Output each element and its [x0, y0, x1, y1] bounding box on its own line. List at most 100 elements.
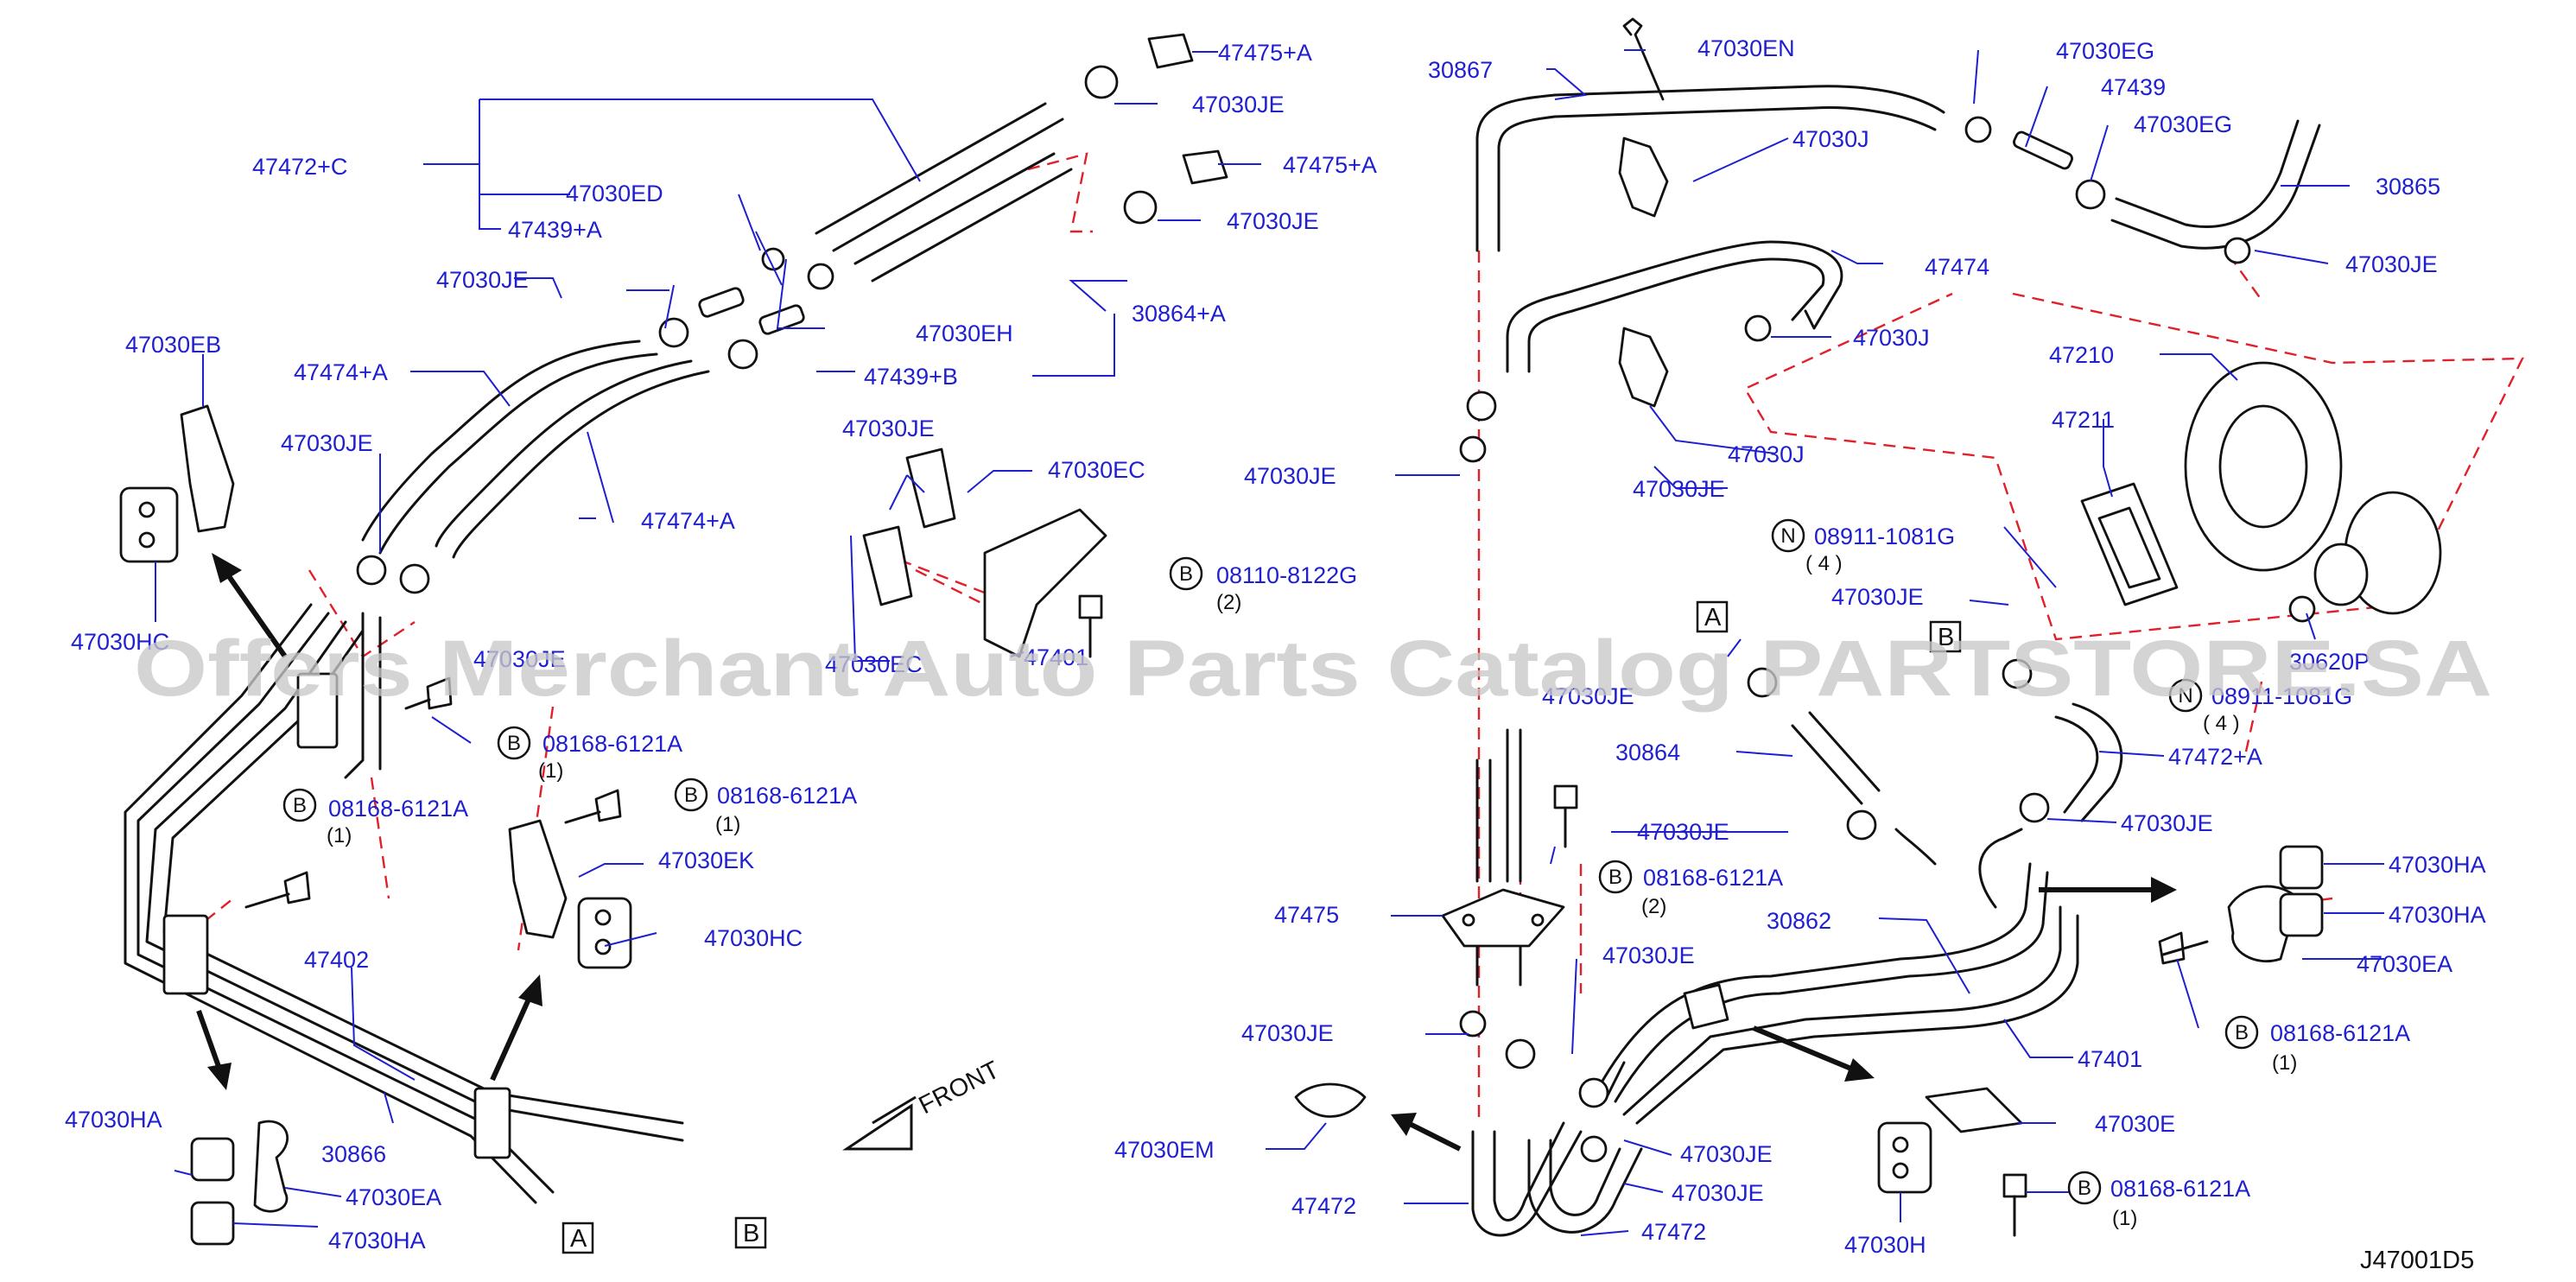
label-47030ha-r1: 47030HA — [2389, 852, 2486, 878]
label-47030ea-r: 47030EA — [2357, 951, 2452, 977]
label-47030en: 47030EN — [1697, 35, 1795, 61]
label-47475a-top: 47475+A — [1218, 40, 1312, 66]
marker-b-2: B — [507, 732, 521, 755]
marker-b-5: B — [1608, 866, 1622, 889]
watermark: Offers Merchant Auto Parts Catalog PARTS… — [134, 625, 2492, 713]
box-a-right: A — [1704, 604, 1722, 631]
label-08168-r1: 08168-6121A — [1643, 865, 1783, 891]
label-47030je-r8: 47030JE — [1602, 942, 1695, 968]
label-47401-right: 47401 — [2078, 1046, 2142, 1072]
label-47030j-2: 47030J — [1853, 325, 1930, 351]
marker-b-6: B — [2235, 1021, 2249, 1044]
label-08168-r2: 08168-6121A — [2270, 1020, 2410, 1046]
box-a-left: A — [570, 1225, 587, 1253]
left-arrows — [196, 553, 917, 1151]
label-30864: 30864 — [1615, 739, 1680, 765]
label-47439: 47439 — [2101, 74, 2166, 100]
quantity-labels: (2) (1) (1) (1) ( 4 ) ( 4 ) (2) (1) (1) — [327, 552, 2297, 1230]
label-47030h: 47030H — [1844, 1232, 1926, 1258]
label-47475: 47475 — [1274, 902, 1339, 928]
label-47030ha-2: 47030HA — [328, 1228, 426, 1253]
label-47030ha-r2: 47030HA — [2389, 902, 2486, 928]
label-47030eb: 47030EB — [125, 332, 221, 358]
circle-markers: B B B B N N B B B — [282, 518, 2259, 1205]
label-08168-b: 08168-6121A — [328, 796, 468, 822]
label-08110-8122g: 08110-8122G — [1216, 562, 1357, 588]
label-47030ek: 47030EK — [658, 847, 754, 873]
qty-08911-1: ( 4 ) — [1805, 552, 1843, 575]
label-47401-left: 47401 — [1024, 644, 1088, 670]
label-47030je-2: 47030JE — [1227, 208, 1319, 234]
marker-b-3: B — [293, 794, 307, 817]
label-47030je-r2: 47030JE — [1633, 476, 1725, 502]
label-47030eh: 47030EH — [916, 320, 1013, 346]
label-47030eg-2: 47030EG — [2134, 111, 2232, 137]
label-47030ha-1: 47030HA — [65, 1107, 162, 1133]
label-47030em: 47030EM — [1114, 1137, 1215, 1163]
label-47030je-r11: 47030JE — [1672, 1180, 1764, 1206]
label-47472c: 47472+C — [252, 154, 347, 180]
label-47030je-r7: 47030JE — [2121, 810, 2213, 836]
label-47472a: 47472+A — [2168, 744, 2262, 770]
box-b-left: B — [743, 1220, 759, 1247]
label-47472-2: 47472 — [1641, 1219, 1706, 1245]
label-30866: 30866 — [321, 1141, 386, 1167]
label-08911-1: 08911-1081G — [1814, 524, 1955, 549]
label-47439b: 47439+B — [864, 364, 958, 390]
marker-n-2: N — [2178, 684, 2192, 708]
label-08911-2: 08911-1081G — [2211, 683, 2352, 709]
label-47475a-mid: 47475+A — [1283, 152, 1377, 178]
label-47030je-r5: 47030JE — [1542, 683, 1634, 709]
qty-08168-b: (1) — [327, 824, 352, 847]
label-08168-c: 08168-6121A — [717, 783, 857, 809]
label-47030je-r6: 47030JE — [1637, 819, 1729, 845]
label-47439a: 47439+A — [508, 217, 602, 243]
label-47210: 47210 — [2049, 342, 2114, 368]
left-parts — [119, 33, 1228, 1246]
label-08168-r3: 08168-6121A — [2110, 1176, 2250, 1202]
leader-lines — [155, 49, 2384, 1236]
label-47472-1: 47472 — [1291, 1193, 1356, 1219]
label-47030hc-1: 47030HC — [71, 629, 169, 655]
label-47030ea-1: 47030EA — [346, 1184, 441, 1210]
label-47030j-1: 47030J — [1792, 126, 1869, 152]
marker-b-4: B — [684, 784, 698, 807]
qty-08911-2: ( 4 ) — [2203, 712, 2240, 735]
label-47030je-r1: 47030JE — [2345, 251, 2438, 277]
label-47030je-r3: 47030JE — [1244, 463, 1336, 489]
label-47030je-r10: 47030JE — [1680, 1141, 1773, 1167]
right-parts — [1294, 17, 2442, 1237]
marker-b-7: B — [2078, 1177, 2091, 1200]
part-labels: 47475+A 47030JE 47472+C 47030ED 47439+A … — [65, 35, 2486, 1258]
marker-n-1: N — [1780, 524, 1795, 548]
label-47030ec-2: 47030EC — [825, 651, 923, 677]
label-30864a: 30864+A — [1132, 301, 1226, 327]
label-08168-a: 08168-6121A — [542, 731, 682, 757]
label-47030ed: 47030ED — [566, 181, 663, 206]
front-label: FRONT — [915, 1056, 1005, 1120]
qty-08168-a: (1) — [538, 759, 563, 783]
label-47474a-2: 47474+A — [641, 508, 735, 534]
label-30865: 30865 — [2376, 174, 2440, 200]
qty-08110: (2) — [1216, 591, 1241, 614]
marker-b-1: B — [1179, 562, 1193, 586]
label-47030eg-1: 47030EG — [2056, 38, 2154, 64]
label-47030je-6: 47030JE — [473, 646, 566, 672]
label-47211: 47211 — [2052, 407, 2115, 433]
box-b-right: B — [1938, 624, 1954, 651]
label-47030je-5: 47030JE — [842, 416, 935, 441]
label-47030je-r9: 47030JE — [1241, 1020, 1334, 1046]
qty-08168-c: (1) — [715, 813, 740, 836]
label-47030j-3: 47030J — [1728, 441, 1805, 467]
label-30867: 30867 — [1428, 57, 1493, 83]
boxed-markers: A B A B — [562, 600, 1962, 1254]
label-47030je-r4: 47030JE — [1831, 584, 1924, 610]
label-47474a-1: 47474+A — [294, 359, 388, 385]
label-47030ec-1: 47030EC — [1048, 457, 1145, 483]
label-47030hc-2: 47030HC — [704, 925, 803, 951]
label-47030e: 47030E — [2095, 1111, 2175, 1137]
right-arrows — [1391, 877, 2177, 1152]
qty-08168-r3: (1) — [2112, 1207, 2137, 1230]
label-47030je-1: 47030JE — [1192, 92, 1285, 117]
